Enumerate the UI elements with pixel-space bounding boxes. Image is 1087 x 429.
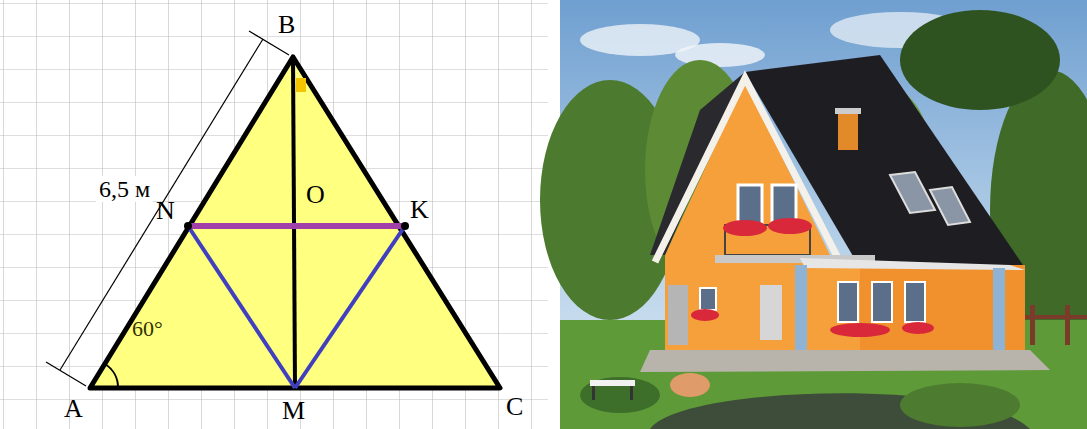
point-label: M	[282, 398, 305, 424]
point-label: B	[278, 12, 295, 38]
point-label: K	[410, 197, 429, 223]
angle-arc	[105, 364, 118, 388]
dimension-tick	[46, 362, 86, 386]
point-label: C	[506, 394, 523, 420]
segment-km	[295, 226, 405, 388]
point-k	[401, 222, 409, 230]
midline-nk	[188, 223, 405, 229]
right-angle-mark	[296, 78, 306, 92]
dimension-line	[60, 39, 263, 370]
point-label: O	[306, 182, 325, 208]
point-label: 60°	[132, 318, 163, 340]
point-label: A	[64, 396, 83, 422]
point-label: N	[156, 198, 175, 224]
house-photo	[540, 0, 1087, 429]
grid	[0, 0, 548, 429]
dimension-label: 6,5 м	[96, 176, 153, 202]
grid-ground	[0, 0, 548, 429]
triangle-abc	[90, 57, 500, 388]
point-n	[184, 222, 192, 230]
segment-nm	[188, 226, 295, 388]
altitude-bm	[293, 57, 295, 388]
